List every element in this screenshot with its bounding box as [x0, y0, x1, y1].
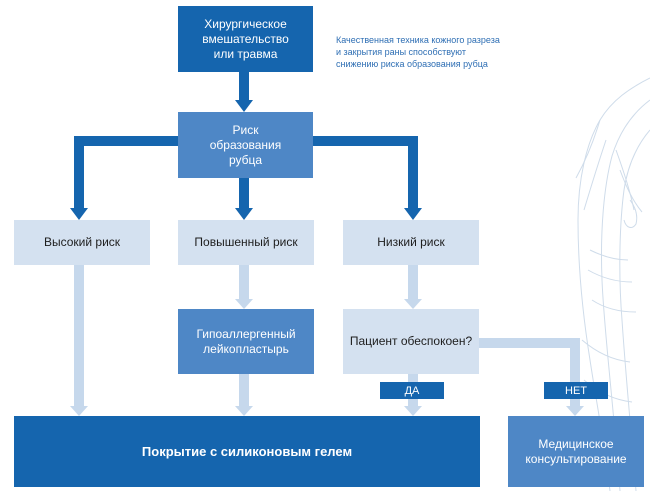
node-low-risk: Низкий риск [343, 220, 479, 265]
connector-elevated-to-plaster [239, 265, 249, 301]
connector-to-high-risk [74, 146, 84, 210]
connector-question-no-vertical [570, 338, 580, 408]
connector-high-risk-to-gel [74, 265, 84, 408]
node-silicone-gel: Покрытие с силиконовым гелем [14, 416, 480, 487]
note-text: Качественная техника кожного разреза и з… [336, 35, 500, 69]
connector-low-to-question [408, 265, 418, 301]
arrow-down-icon [235, 406, 253, 416]
arrow-down-icon [566, 406, 584, 416]
arrow-down-icon [404, 208, 422, 220]
arrow-down-icon [70, 406, 88, 416]
arrow-down-icon [404, 406, 422, 416]
node-scar-risk: Риск образования рубца [178, 112, 313, 178]
connector-to-low-risk [408, 146, 418, 210]
connector-question-no-horizontal [478, 338, 580, 348]
arrow-down-icon [70, 208, 88, 220]
arrow-down-icon [235, 208, 253, 220]
arrow-down-icon [235, 299, 253, 309]
label-yes: ДА [380, 382, 444, 399]
node-patient-concerned: Пациент обеспокоен? [343, 309, 479, 374]
connector-to-elevated-risk [239, 178, 249, 210]
arrow-down-icon [235, 100, 253, 112]
arrow-down-icon [404, 299, 422, 309]
label-no: НЕТ [544, 382, 608, 399]
node-elevated-risk: Повышенный риск [178, 220, 314, 265]
node-medical-consultation: Медицинское консультирование [508, 416, 644, 487]
node-high-risk: Высокий риск [14, 220, 150, 265]
connector-surgery-to-risk [239, 72, 249, 102]
connector-plaster-to-gel [239, 374, 249, 408]
node-hypoallergenic-plaster: Гипоаллергенный лейкопластырь [178, 309, 314, 374]
node-surgery: Хирургическое вмешательство или травма [178, 6, 313, 72]
